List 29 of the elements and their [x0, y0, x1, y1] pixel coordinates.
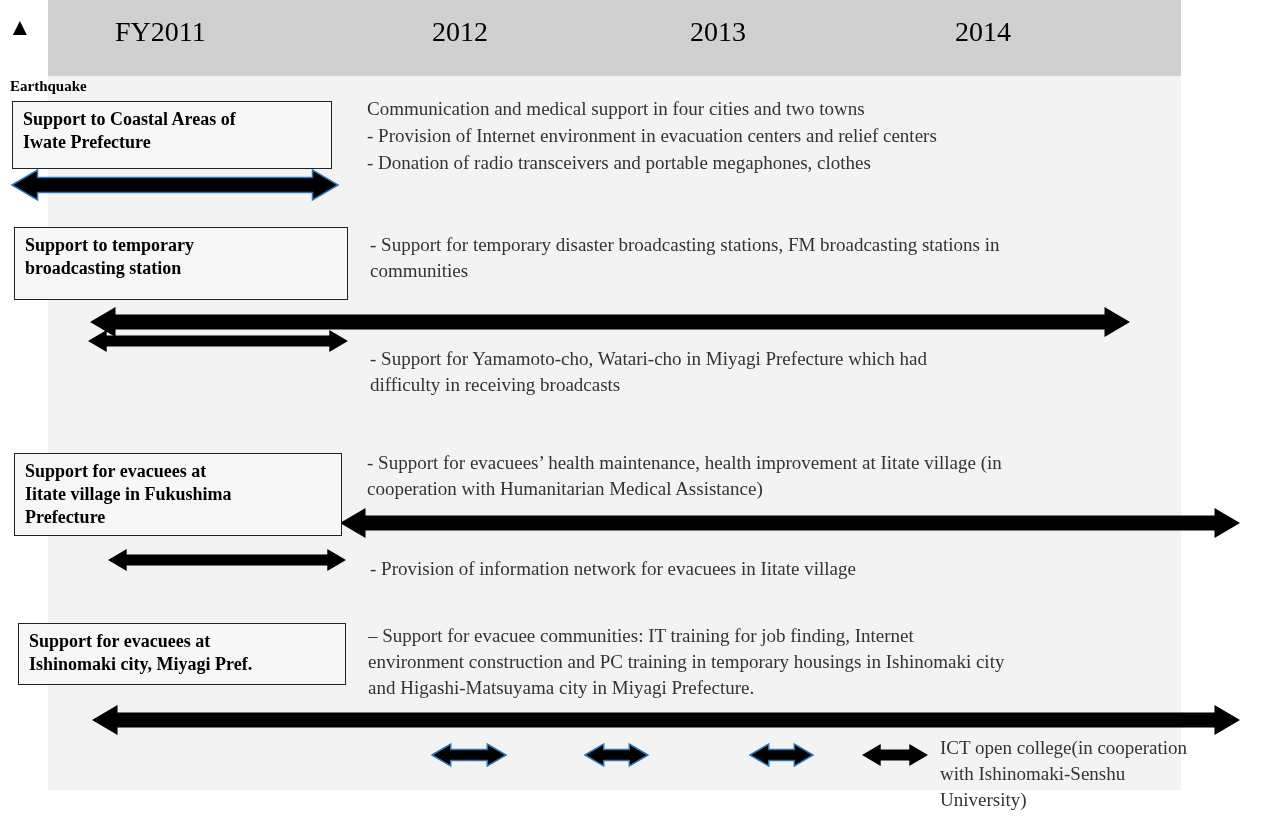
year-marker: ▲ [8, 14, 33, 40]
category-box: Support for evacuees at Iitate village in Fukushima Prefecture [14, 453, 342, 536]
event-label: Earthquake [10, 77, 88, 96]
duration-bar [108, 549, 346, 571]
description: - Provision of information network for evacuees in Iitate village [370, 557, 857, 581]
duration-bar [430, 742, 508, 768]
description: Communication and medical support in four cities and two towns [367, 97, 866, 121]
duration-bar [10, 168, 340, 202]
description: - Support for temporary disaster broadcasting stations, FM broadcasting stations in communities [370, 233, 1001, 283]
duration-bar [583, 742, 650, 768]
duration-bar [862, 744, 928, 766]
duration-bar [90, 307, 1130, 337]
year-heading: FY2011 [115, 15, 207, 49]
year-heading: 2013 [690, 15, 747, 49]
duration-bar [92, 705, 1240, 735]
year-heading: 2014 [955, 15, 1012, 49]
description: ICT open college(in cooperation with Ishinomaki-Senshu University) [940, 736, 1189, 812]
duration-bar [88, 330, 348, 352]
duration-bar [340, 508, 1240, 538]
category-box: Support to Coastal Areas of Iwate Prefecture [12, 101, 332, 169]
category-box: Support to temporary broadcasting station [14, 227, 348, 300]
description: - Donation of radio transceivers and portable megaphones, clothes [367, 151, 872, 175]
year-heading: 2012 [432, 15, 489, 49]
duration-bar [748, 742, 815, 768]
description: – Support for evacuee communities: IT training for job finding, Internet environment construction and PC training in temporary housings in Ishinomaki city and Higashi-Matsuyama city in Miyagi Prefecture. [368, 624, 1006, 700]
description: - Support for evacuees’ health maintenance, health improvement at Iitate village (in cooperation with Humanitarian Medical Assistance) [367, 451, 1003, 501]
category-box: Support for evacuees at Ishinomaki city, Miyagi Pref. [18, 623, 346, 685]
description: - Provision of Internet environment in evacuation centers and relief centers [367, 124, 938, 148]
description: - Support for Yamamoto-cho, Watari-cho in Miyagi Prefecture which had difficulty in receiving broadcasts [370, 347, 928, 397]
